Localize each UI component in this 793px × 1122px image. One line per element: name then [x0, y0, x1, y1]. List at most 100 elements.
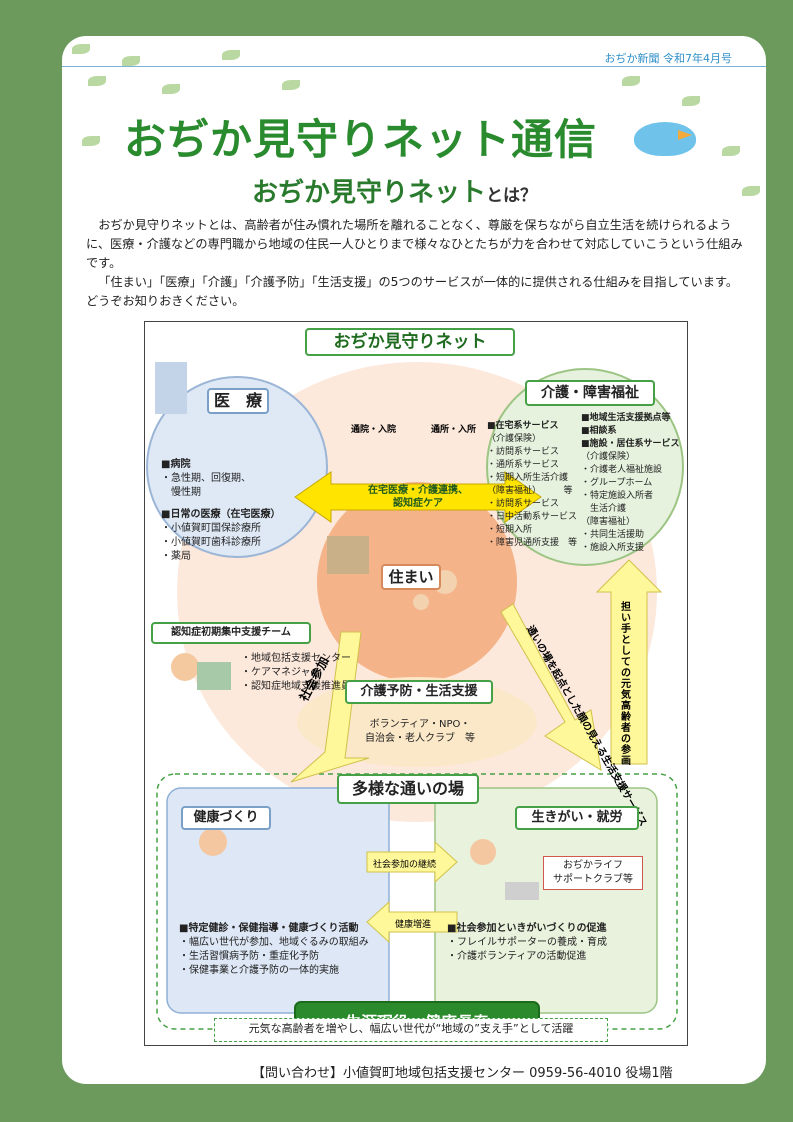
center-arrow-label: 在宅医療・介護連携、 認知症ケア: [345, 484, 491, 510]
diagonal-arrow-shape: [500, 603, 602, 771]
ikigai-head: ■社会参加といきがいづくりの促進: [447, 923, 607, 934]
leaf-decoration: [72, 44, 90, 54]
ikigai-title: 生きがい・就労: [515, 806, 639, 830]
leaf-decoration: [682, 96, 700, 106]
club-box: おぢかライフ サポートクラブ等: [543, 856, 643, 890]
care-title: 介護・障害福祉: [525, 380, 655, 406]
health-item: ・生活習慣病予防・重症化予防: [179, 951, 319, 962]
care-facility-item: （介護保険）: [581, 452, 636, 462]
dementia-team-label: 認知症初期集中支援チーム: [151, 622, 311, 644]
section-heading-main: おぢか見守りネット: [252, 178, 487, 208]
center-arrow-shape: [294, 471, 542, 523]
care-home-item: ・日中活動系サービス: [487, 512, 578, 522]
care-home-item: ・訪問系サービス: [487, 499, 560, 509]
leaf-decoration: [162, 84, 180, 94]
contact-info: 【問い合わせ】小値賀町地域包括支援センター 0959-56-4010 役場1階: [252, 1066, 673, 1081]
club-line: おぢかライフ: [563, 860, 623, 871]
medical-daily-item: ・薬局: [161, 551, 191, 562]
center-arrow-line: 在宅医療・介護連携、: [368, 485, 468, 496]
care-base-head: ■地域生活支援拠点等: [581, 413, 671, 423]
medical-hospital-item: 慢性期: [161, 487, 201, 498]
medical-hospital-head: ■病院: [161, 459, 191, 470]
place-label: 多様な通いの場: [337, 774, 479, 804]
care-home-item: （介護保険）: [487, 434, 542, 444]
housing-label: 住まい: [381, 564, 441, 590]
ikigai-list: ■社会参加といきがいづくりの促進 ・フレイルサポーターの養成・育成 ・介護ボラン…: [447, 922, 653, 964]
care-home-item: ・短期入所: [487, 525, 533, 535]
support-item: ・ケアマネジャー: [241, 667, 321, 678]
care-facility-list: ■地域生活支援拠点等 ■相談系 ■施設・居住系サービス （介護保険） ・介護老人…: [581, 412, 687, 555]
support-item: ・地域包括支援センター: [241, 653, 351, 664]
person-icon: [171, 653, 199, 681]
care-facility-item: ・介護老人福祉施設: [581, 465, 663, 475]
visit-right-label: 通所・入所: [431, 425, 477, 435]
leaf-decoration: [122, 56, 140, 66]
care-home-item: ・訪問系サービス: [487, 447, 560, 457]
health-up-arrow-shape: [366, 900, 458, 944]
facility-icon: [197, 662, 231, 690]
exercise-person-icon: [199, 828, 227, 856]
health-list: ■特定健診・保健指導・健康づくり活動 ・幅広い世代が参加、地域ぐるみの取組み ・…: [179, 922, 385, 978]
page: おぢか新聞 令和7年4月号 おぢか見守りネット通信 おぢか見守りネットとは？ お…: [62, 36, 766, 1084]
leaf-decoration: [742, 186, 760, 196]
medical-title: 医 療: [207, 388, 269, 414]
worker-icon: [470, 839, 496, 865]
bottom-note: 元気な高齢者を増やし、幅広い世代が“地域の”支え手”として活躍: [214, 1018, 608, 1042]
care-home-item: ・短期入所生活介護: [487, 473, 569, 483]
care-home-item: ・障害児通所支援 等: [487, 538, 578, 548]
prevention-item: 自治会・老人クラブ 等: [365, 733, 475, 744]
leaf-decoration: [88, 76, 106, 86]
care-facility-head: ■施設・居住系サービス: [581, 439, 680, 449]
intro-paragraph: おぢか見守りネットとは、高齢者が住み慣れた場所を離れることなく、尊厳を保ちながら…: [86, 218, 743, 270]
leaf-decoration: [722, 146, 740, 156]
leaf-decoration: [222, 50, 240, 60]
support-list: ・地域包括支援センター ・ケアマネジャー ・認知症地域支援推進員: [241, 652, 381, 694]
continue-label: 社会参加の継続: [373, 860, 437, 870]
continue-arrow-shape: [366, 840, 458, 884]
laptop-icon: [505, 882, 539, 900]
medical-circle: [146, 376, 328, 558]
social-arrow-shape: [290, 631, 370, 783]
health-title: 健康づくり: [181, 806, 271, 830]
visit-left-label: 通院・入院: [351, 425, 397, 435]
house-icon: [327, 536, 369, 574]
care-facility-item: ・特定施設入所者: [581, 491, 654, 501]
support-item: ・認知症地域支援推進員: [241, 681, 351, 692]
medical-daily-head: ■日常の医療（在宅医療）: [161, 509, 281, 520]
center-arrow-line: 認知症ケア: [393, 498, 443, 509]
page-number: 16: [754, 1082, 766, 1084]
care-facility-item: ・共同生活援助: [581, 530, 645, 540]
ikigai-item: ・フレイルサポーターの養成・育成: [447, 937, 607, 948]
care-facility-item: 生活介護: [581, 504, 627, 514]
ikigai-item: ・介護ボランティアの活動促進: [447, 951, 587, 962]
prevention-item: ボランティア・NPO・: [369, 719, 471, 730]
network-diagram: おぢか見守りネット 医 療 ■病院 ・急性期、回復期、 慢性期 ■日常の医療（在…: [144, 321, 688, 1046]
newspaper-header: おぢか新聞 令和7年4月号: [604, 52, 733, 65]
page-title: おぢか見守りネット通信: [124, 115, 598, 164]
intro-text: おぢか見守りネットとは、高齢者が住み慣れた場所を離れることなく、尊厳を保ちながら…: [86, 216, 746, 311]
care-facility-item: ・グループホーム: [581, 478, 653, 488]
vertical-arrow-label: 担い手としての元気高齢者の参画: [621, 602, 631, 767]
health-up-label: 健康増進: [395, 920, 432, 930]
prevention-title: 介護予防・生活支援: [345, 680, 493, 704]
care-home-list: ■在宅系サービス （介護保険） ・訪問系サービス ・通所系サービス ・短期入所生…: [487, 420, 587, 550]
header-rule: [62, 66, 766, 67]
section-heading: おぢか見守りネットとは？: [252, 172, 537, 209]
care-consult-head: ■相談系: [581, 426, 617, 436]
intro-paragraph: 「住まい」「医療」「介護」「介護予防」「生活支援」の5つのサービスが一体的に提供…: [86, 275, 739, 308]
prevention-list: ボランティア・NPO・ 自治会・老人クラブ 等: [345, 718, 495, 746]
child-icon: [413, 594, 429, 610]
health-item: ・保健事業と介護予防の一体的実施: [179, 965, 339, 976]
care-facility-item: （障害福祉）: [581, 517, 636, 527]
club-line: サポートクラブ等: [553, 874, 633, 885]
leaf-decoration: [82, 136, 100, 146]
net-title-badge: おぢか見守りネット: [305, 328, 515, 356]
medical-list: ■病院 ・急性期、回復期、 慢性期 ■日常の医療（在宅医療） ・小値賀町国保診療…: [161, 458, 311, 564]
care-home-item: ・通所系サービス: [487, 460, 560, 470]
health-item: ・幅広い世代が参加、地域ぐるみの取組み: [179, 937, 369, 948]
hospital-icon: [155, 362, 187, 414]
care-facility-item: ・施設入所支援: [581, 543, 645, 553]
care-home-item: （障害福祉） 等: [487, 486, 573, 496]
medical-daily-item: ・小値賀町国保診療所: [161, 523, 261, 534]
medical-daily-item: ・小値賀町歯科診療所: [161, 537, 261, 548]
